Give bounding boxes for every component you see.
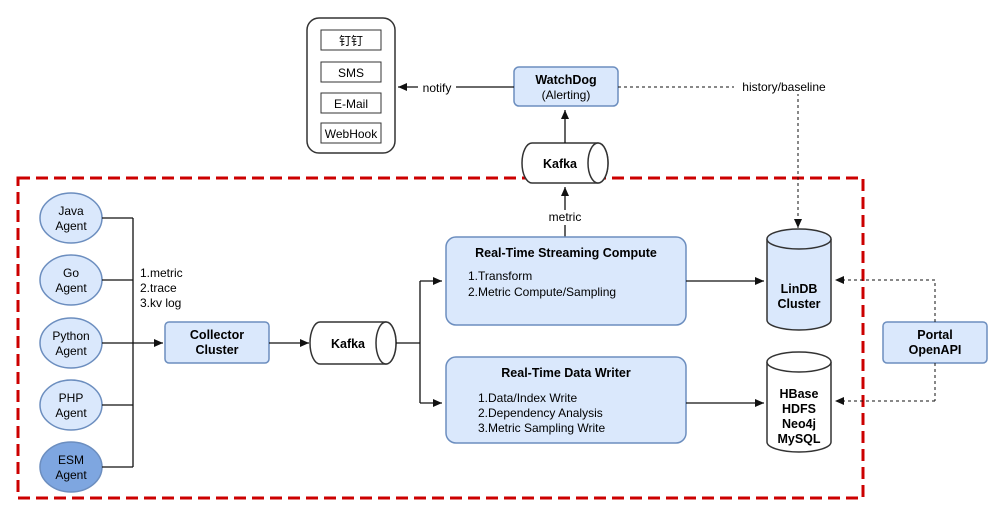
svg-text:Portal: Portal — [917, 328, 952, 342]
svg-text:Python: Python — [52, 329, 89, 343]
notify-label: notify — [423, 81, 452, 95]
svg-text:Go: Go — [63, 266, 79, 280]
svg-text:Agent: Agent — [55, 406, 87, 420]
svg-text:Agent: Agent — [55, 468, 87, 482]
history-baseline-label: history/baseline — [742, 80, 826, 94]
svg-text:OpenAPI: OpenAPI — [909, 343, 962, 357]
notification-channel: SMS — [320, 61, 382, 83]
svg-text:Real-Time Data Writer: Real-Time Data Writer — [501, 366, 631, 380]
collector-cluster-node: Collector Cluster — [164, 321, 270, 364]
kafka-top-node: Kafka — [521, 142, 609, 184]
watchdog-node: WatchDog (Alerting) — [513, 66, 619, 107]
svg-text:Cluster: Cluster — [777, 297, 820, 311]
notification-channel: WebHook — [320, 122, 382, 144]
svg-text:E-Mail: E-Mail — [334, 97, 368, 111]
svg-text:1.Data/Index Write: 1.Data/Index Write — [478, 391, 577, 405]
streaming-compute-node: Real-Time Streaming Compute 1.Transform … — [445, 236, 687, 326]
agent-node-highlighted: ESM Agent — [39, 441, 103, 493]
notification-panel: 钉钉 SMS E-Mail WebHook — [306, 17, 396, 154]
collected-types-list: 1.metric 2.trace 3.kv log — [140, 266, 183, 310]
svg-text:2.trace: 2.trace — [140, 281, 177, 295]
svg-text:WebHook: WebHook — [325, 127, 378, 141]
portal-openapi-node: Portal OpenAPI — [882, 321, 988, 364]
svg-text:Real-Time Streaming Compute: Real-Time Streaming Compute — [475, 246, 657, 260]
svg-text:HDFS: HDFS — [782, 402, 816, 416]
svg-text:SMS: SMS — [338, 66, 364, 80]
agent-node: Java Agent — [39, 192, 103, 244]
agent-node: Python Agent — [39, 317, 103, 369]
svg-text:Agent: Agent — [55, 219, 87, 233]
agent-node: Go Agent — [39, 254, 103, 306]
lindb-cluster-node: LinDB Cluster — [766, 228, 832, 331]
svg-text:Collector: Collector — [190, 328, 244, 342]
svg-text:2.Dependency Analysis: 2.Dependency Analysis — [478, 406, 603, 420]
svg-text:Agent: Agent — [55, 344, 87, 358]
metric-label: metric — [549, 210, 582, 224]
svg-text:WatchDog: WatchDog — [535, 73, 596, 87]
notification-channel: 钉钉 — [320, 29, 382, 51]
agent-node: PHP Agent — [39, 379, 103, 431]
svg-text:1.Transform: 1.Transform — [468, 269, 532, 283]
svg-text:Neo4j: Neo4j — [782, 417, 816, 431]
svg-text:Agent: Agent — [55, 281, 87, 295]
svg-text:2.Metric Compute/Sampling: 2.Metric Compute/Sampling — [468, 285, 616, 299]
svg-text:3.Metric Sampling Write: 3.Metric Sampling Write — [478, 421, 605, 435]
svg-text:PHP: PHP — [59, 391, 84, 405]
svg-text:(Alerting): (Alerting) — [542, 88, 591, 102]
svg-text:Kafka: Kafka — [331, 337, 366, 351]
svg-text:Cluster: Cluster — [195, 343, 238, 357]
agent-connectors — [102, 217, 163, 468]
svg-text:钉钉: 钉钉 — [339, 34, 363, 48]
svg-text:HBase: HBase — [780, 387, 819, 401]
svg-text:1.metric: 1.metric — [140, 266, 183, 280]
kafka-mid-node: Kafka — [309, 321, 397, 365]
svg-text:LinDB: LinDB — [781, 282, 818, 296]
data-writer-node: Real-Time Data Writer 1.Data/Index Write… — [445, 356, 687, 444]
svg-text:MySQL: MySQL — [777, 432, 820, 446]
svg-text:Java: Java — [58, 204, 84, 218]
svg-text:ESM: ESM — [58, 453, 84, 467]
storage-node: HBase HDFS Neo4j MySQL — [766, 351, 832, 453]
notification-channel: E-Mail — [320, 92, 382, 114]
svg-text:3.kv log: 3.kv log — [140, 296, 181, 310]
svg-text:Kafka: Kafka — [543, 157, 578, 171]
system-boundary — [16, 176, 865, 500]
